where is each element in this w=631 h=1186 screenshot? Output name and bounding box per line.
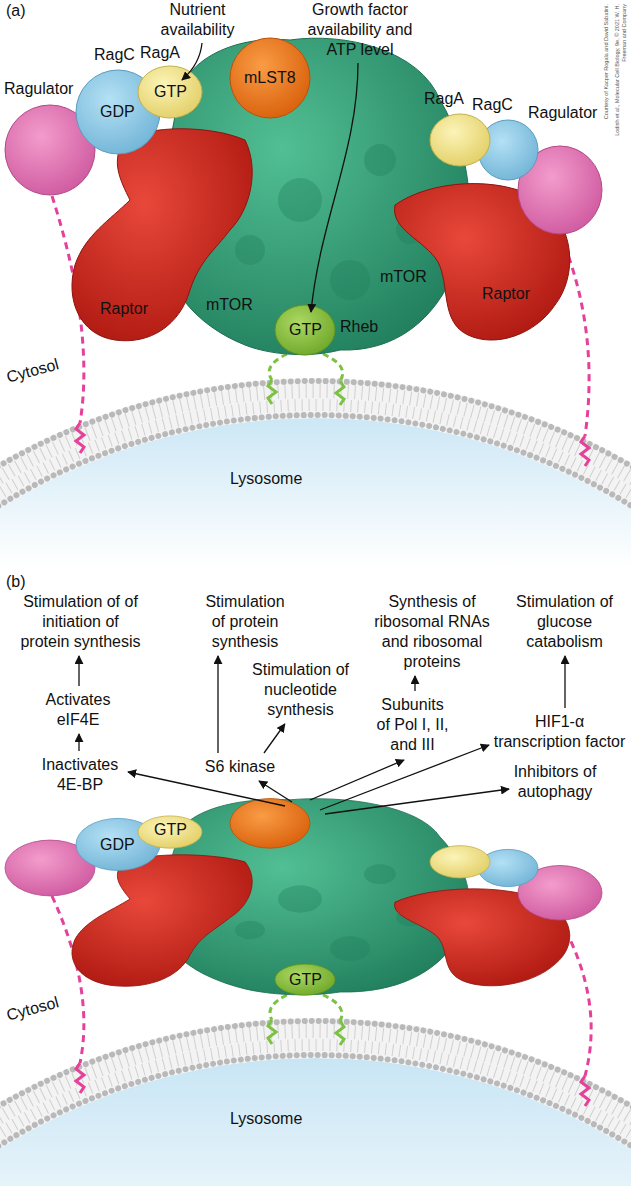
lipid-anchor: [76, 423, 84, 453]
output-arrow: [310, 760, 404, 800]
lipid-tails: [0, 1045, 631, 1186]
lipid-heads: [0, 1055, 631, 1186]
effect-text: S6 kinase: [200, 757, 280, 777]
lysosome-membrane: [0, 381, 631, 568]
lipid-anchor-tether: [323, 995, 342, 1021]
callout-text: Growth factor availability and ATP level: [300, 0, 420, 60]
lipid-heads: [0, 1021, 631, 1186]
protein-name: mTOR: [206, 296, 253, 314]
effect-text: HIF1-α transcription factor: [492, 712, 627, 752]
lipid-anchor: [336, 1021, 344, 1045]
output-arrow: [325, 789, 509, 814]
compartment-label: Cytosol: [5, 355, 61, 386]
lipid-anchor: [268, 380, 276, 404]
effect-text-line: Synthesis of ribosomal RNAs and ribosoma…: [372, 592, 492, 672]
effect-text-line: HIF1-α transcription factor: [492, 712, 627, 752]
protein-name: Rheb: [340, 318, 378, 336]
effect-text-line: Activates eIF4E: [38, 690, 118, 730]
lipid-heads: [0, 415, 631, 568]
effect-text: Inactivates 4E-BP: [35, 755, 125, 795]
effect-text-line: Inactivates 4E-BP: [35, 755, 125, 795]
effect-text: Inhibitors of autophagy: [500, 762, 610, 802]
protein-name: mTOR: [380, 268, 427, 286]
protein-name: Ragulator: [528, 104, 597, 122]
protein-name: RagA: [140, 44, 180, 62]
output-arrow: [320, 745, 489, 810]
effect-text: Activates eIF4E: [38, 690, 118, 730]
protein-name: mLST8: [244, 69, 296, 87]
arrow-connector: [564, 656, 565, 708]
output-arrow: [128, 772, 285, 806]
lipid-anchor: [336, 381, 344, 405]
arrow-connector: [264, 724, 285, 753]
effect-text-line: Stimulation of glucose catabolism: [512, 592, 617, 652]
lipid-heads: [0, 381, 631, 568]
arrow-connector: [78, 656, 79, 686]
arrow-connector: [78, 734, 79, 751]
lipid-anchor: [76, 1063, 84, 1093]
mtorc1-complex: [5, 38, 602, 355]
compartment-label: Lysosome: [230, 470, 302, 488]
arrow-connector: [414, 676, 415, 691]
protein-name: Ragulator: [4, 80, 73, 98]
panel-letter: (b): [6, 573, 26, 591]
output-arrow: [259, 781, 292, 802]
lipid-anchor-tether: [270, 995, 287, 1020]
nucleotide-label: GTP: [154, 83, 187, 101]
effect-text-line: Stimulation of nucleotide synthesis: [248, 660, 353, 720]
lipid-tails: [0, 1031, 631, 1186]
lipid-anchor-tether: [269, 354, 287, 380]
lipid-anchor-tether: [52, 896, 84, 1063]
credit-line: Lodish et al., Molecular Cell Biology, 9…: [614, 4, 627, 150]
lysosome-membrane: [0, 1021, 631, 1186]
protein-name: RagA: [424, 90, 464, 108]
mtorc1-complex: [5, 799, 602, 996]
effect-text: Stimulation of nucleotide synthesis: [248, 660, 353, 720]
nucleotide-label: GDP: [100, 103, 135, 121]
lipid-anchor: [268, 1020, 276, 1044]
compartment-label: Lysosome: [230, 1110, 302, 1128]
lipid-tails: [0, 405, 631, 568]
effect-text: Synthesis of ribosomal RNAs and ribosoma…: [372, 592, 492, 672]
effect-text-line: Inhibitors of autophagy: [500, 762, 610, 802]
effect-text: Stimulation of protein synthesis: [200, 592, 290, 652]
protein-name: RagC: [472, 96, 513, 114]
callout-arrow: [311, 63, 358, 312]
callout-arrow: [182, 43, 202, 80]
lipid-tails: [0, 391, 631, 568]
effect-text: Subunits of Pol I, II, and III: [375, 695, 450, 755]
effect-text-line: Stimulation of of initiation of protein …: [18, 592, 143, 652]
nucleotide-label: GTP: [154, 821, 187, 839]
nucleotide-label: GTP: [289, 321, 322, 339]
protein-name: Raptor: [100, 300, 148, 318]
lipid-anchor: [581, 1076, 589, 1106]
nucleotide-label: GDP: [100, 836, 135, 854]
protein-name: RagC: [94, 46, 135, 64]
lipid-anchor-tether: [323, 354, 343, 381]
callout-text: Nutrient availability: [150, 0, 245, 40]
arrow-connector: [217, 656, 218, 753]
lipid-anchor: [581, 436, 589, 466]
effect-text: Stimulation of glucose catabolism: [512, 592, 617, 652]
effect-text-line: S6 kinase: [200, 757, 280, 777]
compartment-label: Cytosol: [5, 993, 61, 1024]
effect-text-line: Subunits of Pol I, II, and III: [375, 695, 450, 755]
effect-text: Stimulation of of initiation of protein …: [18, 592, 143, 652]
credit-line: Courtesy of Kacper Rogala and David Saba…: [603, 4, 610, 150]
panel-letter: (a): [6, 2, 26, 20]
nucleotide-label: GTP: [289, 971, 322, 989]
protein-name: Raptor: [482, 285, 530, 303]
effect-text-line: Stimulation of protein synthesis: [200, 592, 290, 652]
